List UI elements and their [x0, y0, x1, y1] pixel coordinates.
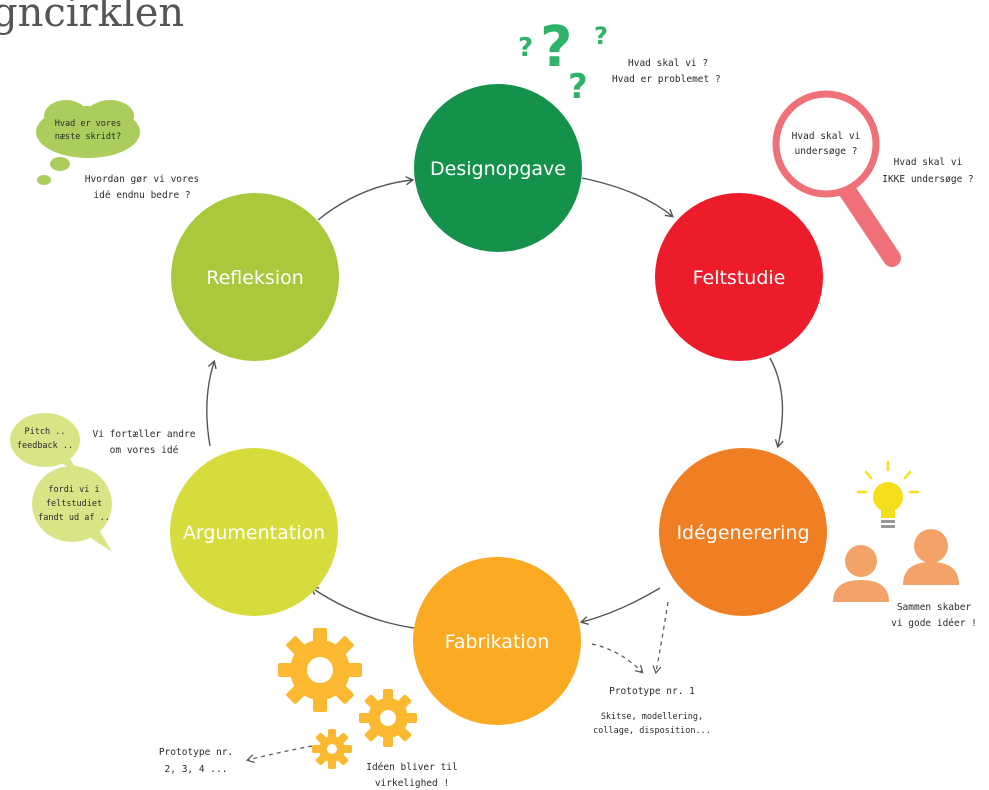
gears-icon	[278, 628, 417, 769]
node-label: Argumentation	[183, 522, 325, 544]
arrow-refleksion-designopgave	[317, 176, 415, 221]
node-idegenerering: Idégenerering	[659, 448, 827, 616]
arrow-feltstudie-idegenerering	[769, 357, 784, 449]
note-designopgave-1: Hvad skal vi ?	[628, 58, 708, 69]
svg-text:?: ?	[568, 67, 588, 107]
node-refleksion: Refleksion	[171, 193, 339, 361]
svg-text:?: ?	[518, 33, 533, 63]
note-magnifier-1: Hvad skal vi	[792, 131, 861, 142]
cloud-text-2: næste skridt?	[55, 132, 122, 142]
cycle-arrows	[206, 176, 784, 629]
dashed-arrows-prototype-1	[591, 601, 669, 675]
note-idegenerering-1: Sammen skaber	[897, 602, 972, 613]
note-magnifier-2: undersøge ?	[795, 146, 858, 157]
node-fabrikation: Fabrikation	[413, 557, 581, 725]
node-label: Fabrikation	[445, 631, 550, 653]
svg-text:?: ?	[594, 22, 608, 50]
question-marks-icon: ? ? ? ?	[518, 15, 608, 107]
cloud-text-1: Hvad er vores	[55, 119, 122, 129]
note-prototype-1-detail-2: collage, disposition...	[593, 726, 711, 736]
bubble-feltstudiet-3: fandt ud af ..	[38, 513, 110, 523]
arrow-argumentation-refleksion	[206, 359, 217, 447]
thought-cloud-icon	[36, 100, 140, 185]
note-argumentation-2: om vores idé	[110, 445, 179, 456]
lightbulb-icon	[856, 460, 920, 528]
note-fabrikation-1: Idéen bliver til	[366, 762, 458, 773]
node-label: Idégenerering	[676, 522, 809, 544]
note-idegenerering-2: vi gode idéer !	[891, 618, 977, 629]
bubble-feltstudiet-2: feltstudiet	[46, 499, 102, 509]
note-refleksion-2: idé endnu bedre ?	[93, 190, 190, 201]
note-argumentation-1: Vi fortæller andre	[93, 429, 196, 440]
node-argumentation: Argumentation	[170, 448, 338, 616]
page-title: gncirklen	[0, 0, 184, 36]
note-feltstudie-1: Hvad skal vi	[894, 157, 963, 168]
note-fabrikation-2: virkelighed !	[375, 778, 449, 789]
note-prototype-1-detail-1: Skitse, modellering,	[601, 712, 703, 722]
arrow-fabrikation-argumentation	[309, 586, 415, 629]
note-prototype-more-2: 2, 3, 4 ...	[165, 764, 228, 775]
speech-bubble-icon	[32, 466, 112, 552]
magnifier-icon	[772, 90, 901, 267]
bubble-feltstudiet-1: fordi vi i	[48, 485, 99, 495]
note-feltstudie-2: IKKE undersøge ?	[882, 174, 974, 185]
svg-text:?: ?	[540, 15, 572, 80]
arrow-idegenerering-fabrikation	[579, 587, 661, 626]
note-prototype-1: Prototype nr. 1	[609, 686, 695, 697]
node-label: Feltstudie	[693, 267, 786, 289]
node-feltstudie: Feltstudie	[655, 193, 823, 361]
people-icon	[833, 529, 959, 602]
dashed-arrow-prototype-more	[245, 745, 313, 764]
node-label: Designopgave	[430, 158, 566, 180]
bubble-pitch-1: Pitch ..	[25, 427, 66, 437]
note-designopgave-2: Hvad er problemet ?	[612, 74, 721, 85]
note-prototype-more-1: Prototype nr.	[159, 747, 233, 758]
node-label: Refleksion	[206, 267, 304, 289]
node-designopgave: Designopgave	[414, 84, 582, 252]
note-refleksion-1: Hvordan gør vi vores	[85, 174, 199, 185]
bubble-pitch-2: feedback ..	[17, 441, 73, 451]
arrow-designopgave-feltstudie	[581, 177, 674, 218]
